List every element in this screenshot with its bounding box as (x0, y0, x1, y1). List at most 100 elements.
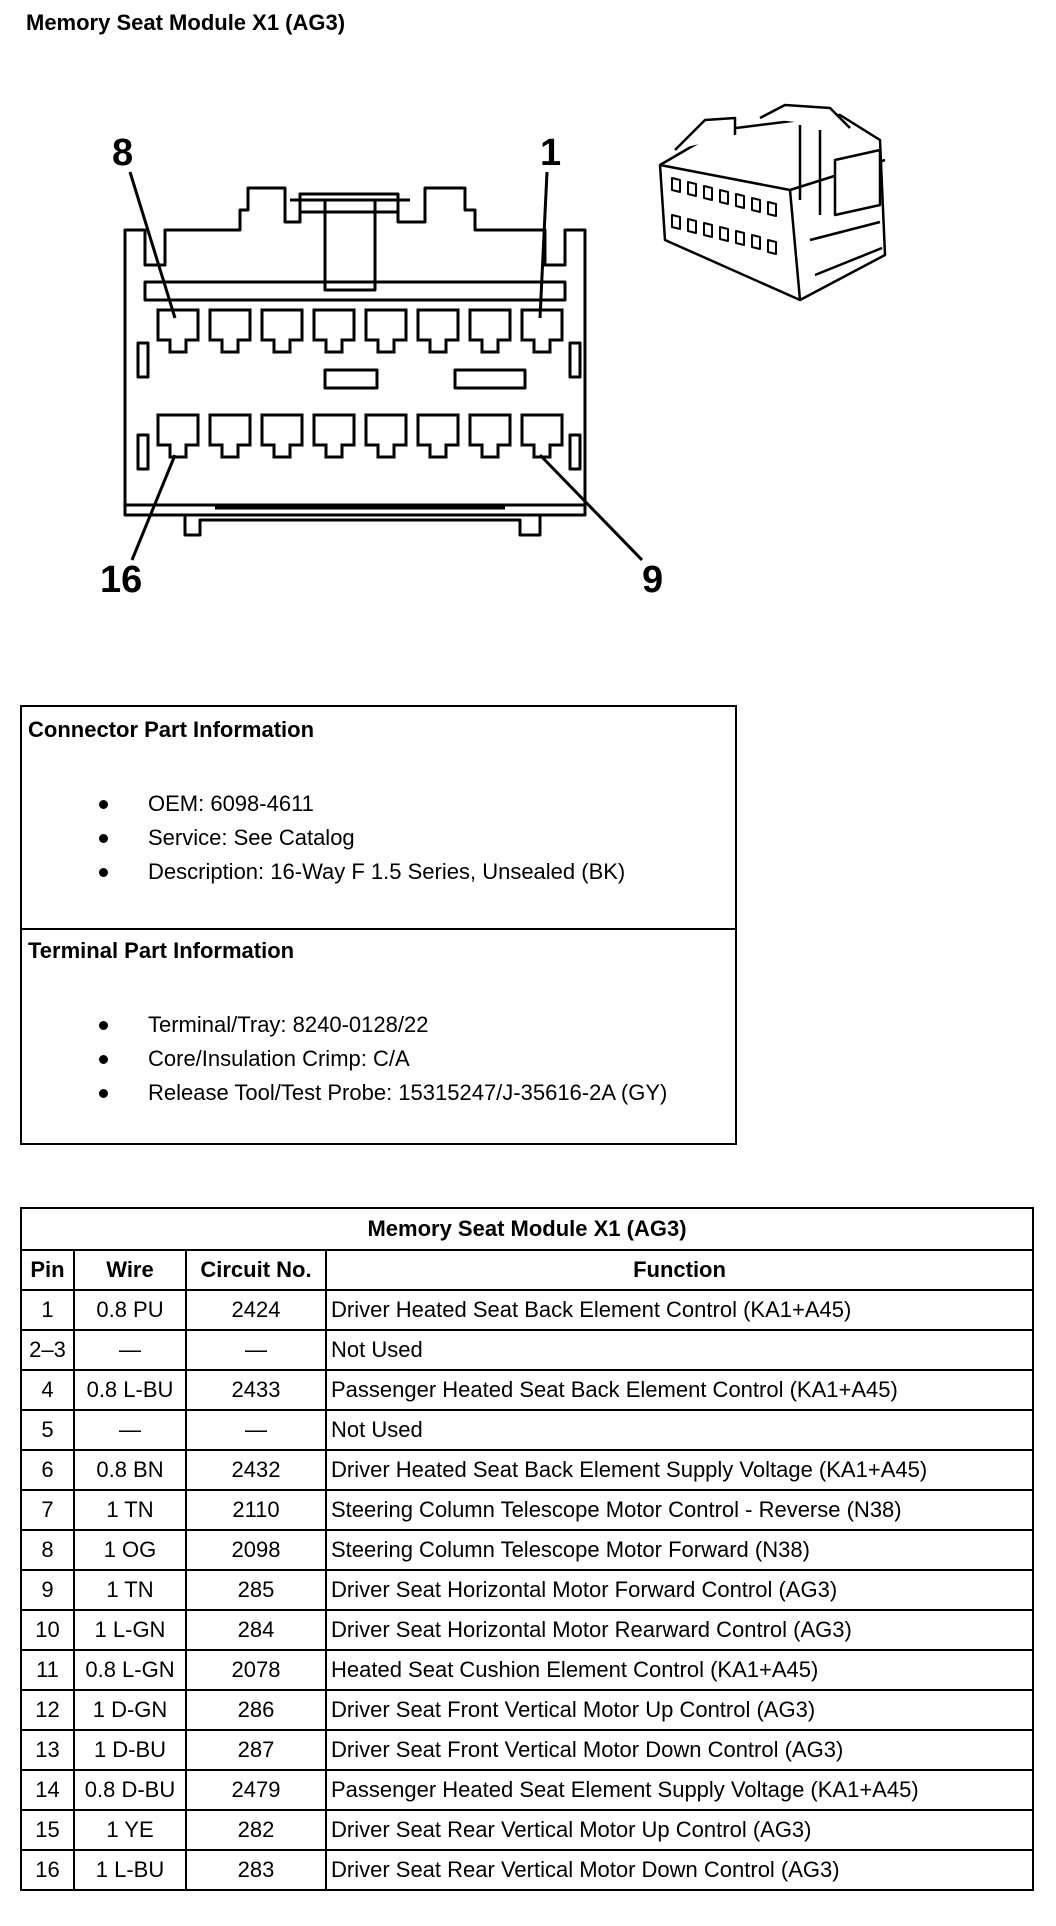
terminal-info-list: Terminal/Tray: 8240-0128/22 Core/Insulat… (77, 1008, 667, 1110)
page-title: Memory Seat Module X1 (AG3) (26, 10, 346, 35)
cell-wire: 1 D-GN (73, 1689, 187, 1731)
connector-3d-view (658, 103, 887, 302)
cell-pin: 2–3 (20, 1329, 75, 1371)
leader-line-9 (538, 453, 644, 562)
table-row: 5——Not Used (20, 1409, 1034, 1451)
terminal (208, 413, 252, 459)
cell-wire: 1 L-BU (73, 1849, 187, 1891)
cell-function: Steering Column Telescope Motor Control … (325, 1489, 1034, 1531)
cell-pin: 8 (20, 1529, 75, 1571)
cell-circuit: 2433 (185, 1369, 327, 1411)
cell-pin: 6 (20, 1449, 75, 1491)
cell-function: Heated Seat Cushion Element Control (KA1… (325, 1649, 1034, 1691)
header-wire: Wire (73, 1249, 187, 1291)
terminal-row-bottom (156, 413, 564, 459)
cell-function: Driver Seat Horizontal Motor Forward Con… (325, 1569, 1034, 1611)
cell-pin: 14 (20, 1769, 75, 1811)
list-item-text: OEM: 6098-4611 (148, 791, 314, 816)
cell-pin: 4 (20, 1369, 75, 1411)
pin-label-16: 16 (100, 559, 142, 601)
cell-pin: 1 (20, 1289, 75, 1331)
list-item: Release Tool/Test Probe: 15315247/J-3561… (77, 1076, 667, 1110)
cell-function: Driver Seat Front Vertical Motor Up Cont… (325, 1689, 1034, 1731)
bullet-icon (99, 1055, 108, 1064)
cell-pin: 13 (20, 1729, 75, 1771)
cell-function: Driver Seat Rear Vertical Motor Down Con… (325, 1849, 1034, 1891)
cell-wire: 1 D-BU (73, 1729, 187, 1771)
cell-circuit: 283 (185, 1849, 327, 1891)
header-function: Function (325, 1249, 1034, 1291)
terminal (156, 413, 200, 459)
cell-circuit: — (185, 1409, 327, 1451)
cell-circuit: 285 (185, 1569, 327, 1611)
pin-label-8: 8 (112, 132, 133, 174)
cell-circuit: 287 (185, 1729, 327, 1771)
cell-function: Not Used (325, 1329, 1034, 1371)
cell-circuit: 284 (185, 1609, 327, 1651)
terminal (416, 308, 460, 354)
cell-wire: 0.8 L-GN (73, 1649, 187, 1691)
leader-line-16 (130, 454, 177, 561)
cell-function: Passenger Heated Seat Element Supply Vol… (325, 1769, 1034, 1811)
cell-circuit: 2078 (185, 1649, 327, 1691)
pin-label-1: 1 (540, 132, 561, 174)
cell-circuit: 282 (185, 1809, 327, 1851)
table-header-row: Pin Wire Circuit No. Function (20, 1249, 1034, 1291)
cell-function: Steering Column Telescope Motor Forward … (325, 1529, 1034, 1571)
part-information-box: Connector Part Information OEM: 6098-461… (20, 705, 737, 1145)
cell-pin: 11 (20, 1649, 75, 1691)
cell-pin: 10 (20, 1609, 75, 1651)
cell-function: Not Used (325, 1409, 1034, 1451)
terminal (312, 308, 356, 354)
leader-line-8 (128, 171, 177, 319)
terminal (260, 413, 304, 459)
terminal-part-info: Terminal Part Information Terminal/Tray:… (22, 928, 735, 1145)
cell-circuit: 2424 (185, 1289, 327, 1331)
cell-circuit: 2479 (185, 1769, 327, 1811)
pinout-table: Memory Seat Module X1 (AG3) Pin Wire Cir… (20, 1207, 1034, 1891)
cell-wire: 1 OG (73, 1529, 187, 1571)
terminal (520, 413, 564, 459)
list-item-text: Core/Insulation Crimp: C/A (148, 1046, 410, 1071)
bullet-icon (99, 1021, 108, 1030)
cell-circuit: 2432 (185, 1449, 327, 1491)
terminal (364, 308, 408, 354)
cell-pin: 12 (20, 1689, 75, 1731)
table-row: 2–3——Not Used (20, 1329, 1034, 1371)
header-circuit: Circuit No. (185, 1249, 327, 1291)
connector-diagram: 8 1 16 9 (100, 103, 887, 601)
terminal (520, 308, 564, 354)
cell-wire: 0.8 L-BU (73, 1369, 187, 1411)
cell-wire: 0.8 PU (73, 1289, 187, 1331)
cell-wire: 1 L-GN (73, 1609, 187, 1651)
cell-pin: 9 (20, 1569, 75, 1611)
bullet-icon (99, 800, 108, 809)
terminal (416, 413, 460, 459)
cell-circuit: 2110 (185, 1489, 327, 1531)
latch (290, 198, 410, 292)
connector-part-info: Connector Part Information OEM: 6098-461… (22, 707, 735, 930)
list-item-text: Description: 16-Way F 1.5 Series, Unseal… (148, 859, 626, 884)
cell-pin: 16 (20, 1849, 75, 1891)
bullet-icon (99, 1089, 108, 1098)
cell-circuit: 2098 (185, 1529, 327, 1571)
cell-wire: 1 YE (73, 1809, 187, 1851)
cell-wire: 0.8 D-BU (73, 1769, 187, 1811)
terminal (156, 308, 200, 354)
table-title: Memory Seat Module X1 (AG3) (20, 1207, 1034, 1251)
cell-circuit: — (185, 1329, 327, 1371)
table-title-row: Memory Seat Module X1 (AG3) (20, 1207, 1034, 1251)
cell-wire: 0.8 BN (73, 1449, 187, 1491)
terminal (260, 308, 304, 354)
